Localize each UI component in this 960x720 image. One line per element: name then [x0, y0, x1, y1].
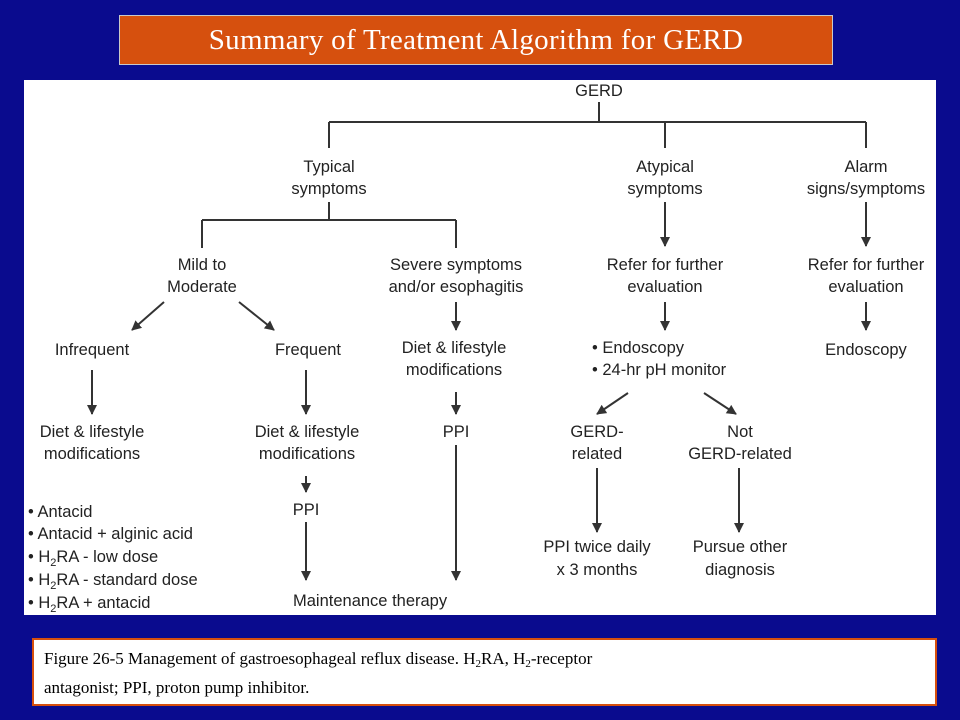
node-ppi-twice-line1: PPI twice daily: [543, 538, 651, 556]
node-endoscopy: Endoscopy: [825, 341, 907, 359]
flowchart-edges: [87, 102, 871, 581]
node-diet-infrequent-line2: modifications: [44, 445, 140, 463]
node-antacid-alginic: • Antacid + alginic acid: [28, 525, 193, 543]
node-not-related-line1: Not: [727, 423, 753, 441]
node-antacid: • Antacid: [28, 503, 93, 521]
node-refer-alarm-line2: evaluation: [828, 278, 903, 296]
slide-title-text: Summary of Treatment Algorithm for GERD: [208, 23, 744, 56]
node-typical-line2: symptoms: [291, 180, 366, 198]
node-ppi-twice-line2: x 3 months: [557, 561, 638, 579]
node-h2ra-standard: • H2RA - standard dose: [28, 571, 198, 592]
flowchart-panel: GERD Typical symptoms Atypical symptoms …: [24, 80, 936, 615]
node-frequent: Frequent: [275, 341, 341, 359]
flowchart-nodes: GERD Typical symptoms Atypical symptoms …: [28, 82, 925, 615]
slide-title: Summary of Treatment Algorithm for GERD: [119, 15, 833, 65]
node-alarm-line1: Alarm: [844, 158, 887, 176]
node-ppi-severe: PPI: [443, 423, 470, 441]
node-diet-infrequent-line1: Diet & lifestyle: [40, 423, 145, 441]
caption-line2: antagonist; PPI, proton pump inhibitor.: [44, 678, 310, 697]
caption-line1: Figure 26-5 Management of gastroesophage…: [44, 649, 593, 670]
node-diet-severe-line2: modifications: [406, 361, 502, 379]
node-diet-frequent-line1: Diet & lifestyle: [255, 423, 360, 441]
node-diet-frequent-line2: modifications: [259, 445, 355, 463]
node-alarm-line2: signs/symptoms: [807, 180, 925, 198]
node-mild-line2: Moderate: [167, 278, 237, 296]
node-severe-line2: and/or esophagitis: [389, 278, 524, 296]
node-tests-line1: • Endoscopy: [592, 339, 685, 357]
node-maintenance: Maintenance therapy: [293, 592, 448, 610]
node-pursue-line2: diagnosis: [705, 561, 775, 579]
node-infrequent: Infrequent: [55, 341, 130, 359]
node-tests-line2: • 24-hr pH monitor: [592, 361, 727, 379]
node-severe-line1: Severe symptoms: [390, 256, 522, 274]
node-refer-alarm-line1: Refer for further: [808, 256, 925, 274]
arrow-mild-infrequent: [131, 301, 165, 331]
node-ppi-frequent: PPI: [293, 501, 320, 519]
arrow-tests-not-related: [703, 392, 737, 415]
node-not-related-line2: GERD-related: [688, 445, 792, 463]
node-h2ra-low: • H2RA - low dose: [28, 548, 158, 569]
node-diet-severe-line1: Diet & lifestyle: [402, 339, 507, 357]
node-gerd-related-line1: GERD-: [570, 423, 623, 441]
node-pursue-line1: Pursue other: [693, 538, 788, 556]
node-typical-line1: Typical: [303, 158, 354, 176]
node-atypical-line2: symptoms: [627, 180, 702, 198]
node-refer-atypical-line2: evaluation: [627, 278, 702, 296]
node-gerd: GERD: [575, 82, 623, 100]
arrow-tests-gerd-related: [596, 392, 629, 415]
node-gerd-related-line2: related: [572, 445, 622, 463]
figure-caption: Figure 26-5 Management of gastroesophage…: [32, 638, 937, 706]
flowchart: GERD Typical symptoms Atypical symptoms …: [28, 82, 925, 615]
node-refer-atypical-line1: Refer for further: [607, 256, 724, 274]
node-mild-line1: Mild to: [178, 256, 227, 274]
arrow-mild-frequent: [238, 301, 275, 331]
node-h2ra-antacid: • H2RA + antacid: [28, 594, 150, 615]
node-atypical-line1: Atypical: [636, 158, 694, 176]
